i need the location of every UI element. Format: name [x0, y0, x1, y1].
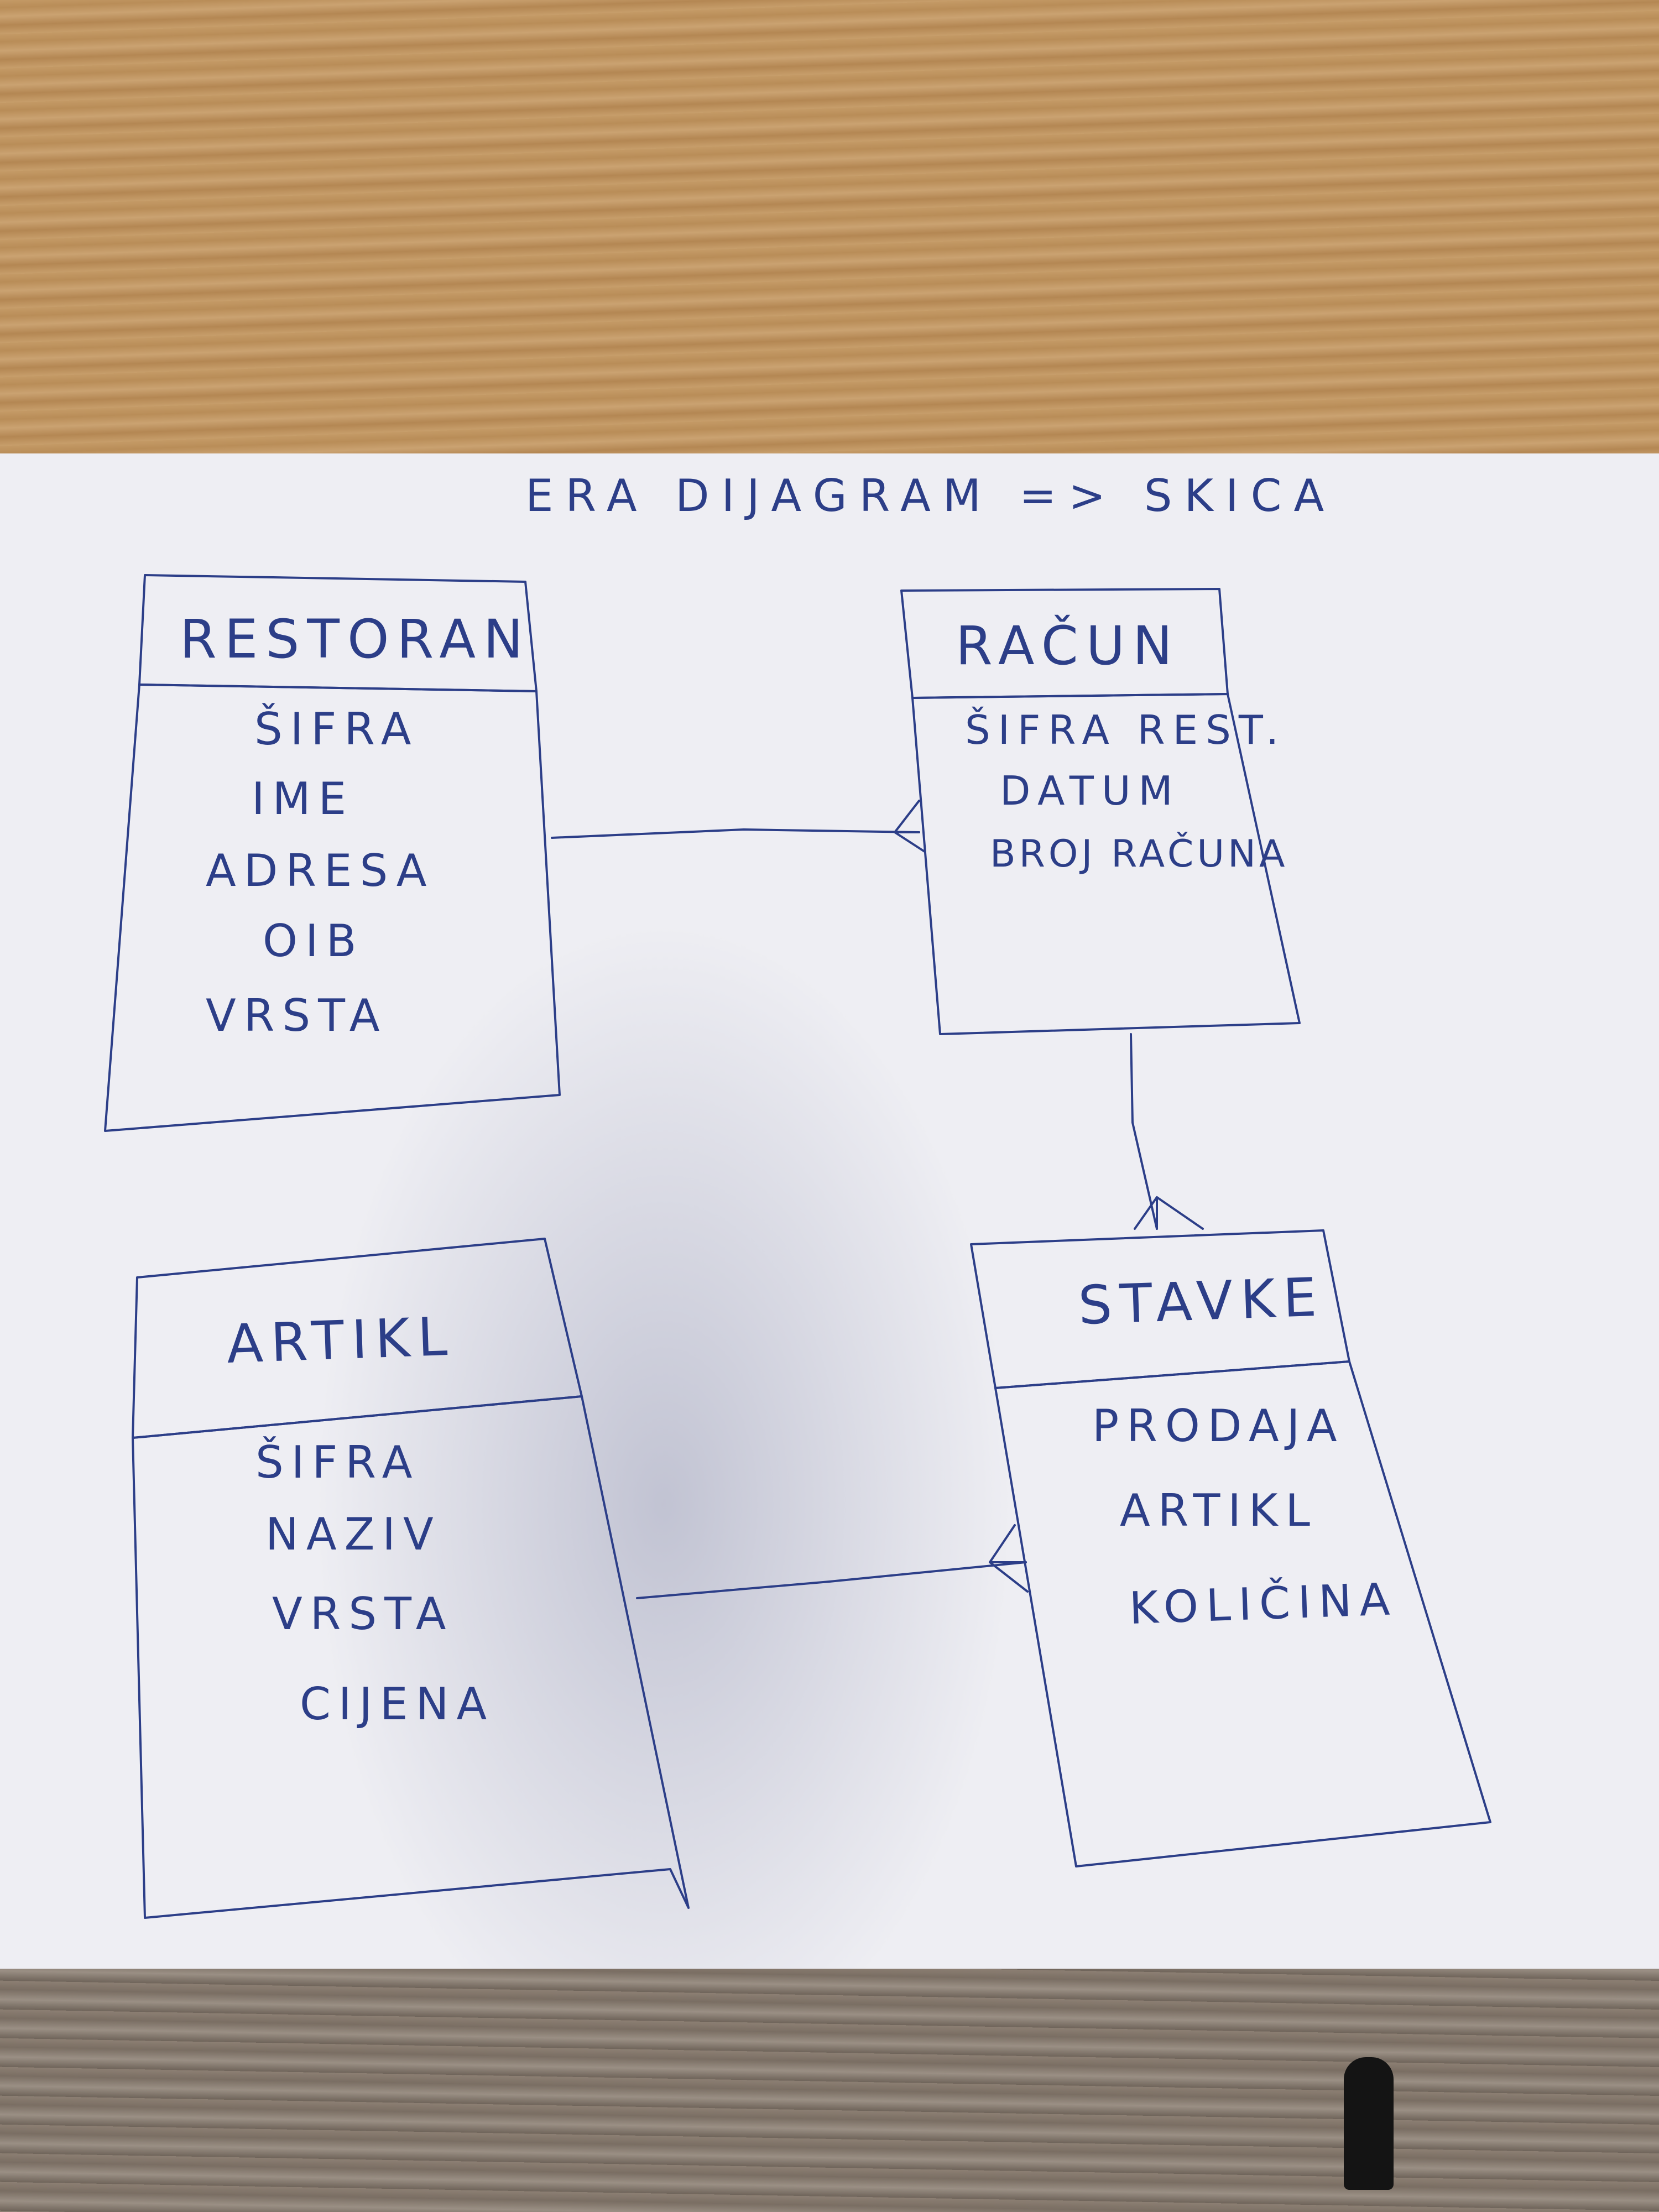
entity-name-stavke: STAVKE: [1077, 1266, 1326, 1337]
attribute: VRSTA: [272, 1588, 454, 1640]
entity-name-racun: RAČUN: [956, 615, 1180, 677]
entity-box-artikl: [132, 1238, 690, 1919]
entity-name-restoran: RESTORAN: [180, 608, 531, 670]
dark-object: [1344, 2057, 1394, 2190]
desk-surface-top: [0, 0, 1659, 465]
attribute: VRSTA: [206, 990, 388, 1041]
entity-name-artikl: ARTIKL: [226, 1305, 456, 1375]
attribute: ŠIFRA REST.: [965, 707, 1287, 753]
attribute: CIJENA: [300, 1678, 495, 1730]
attribute: KOLIČINA: [1128, 1573, 1399, 1634]
attribute: OIB: [263, 915, 364, 967]
attribute: ŠIFRA: [255, 1437, 420, 1488]
attribute: IME: [252, 773, 354, 825]
hand-shadow: [0, 453, 1659, 1969]
attribute: DATUM: [1000, 768, 1181, 814]
relationship-restoran-racun: [551, 800, 926, 853]
attribute: ADRESA: [206, 845, 435, 896]
attribute: NAZIV: [265, 1509, 441, 1560]
diagram-title: ERA DIJAGRAM => SKICA: [525, 470, 1337, 521]
entity-box-restoran: [104, 574, 561, 1132]
attribute: BROJ RAČUNA: [990, 832, 1288, 876]
attribute: PRODAJA: [1092, 1400, 1345, 1452]
attribute: ŠIFRA: [254, 703, 419, 755]
entity-box-racun: [900, 588, 1301, 1035]
relationship-artikl-stavke: [636, 1524, 1029, 1599]
entity-box-stavke: [970, 1229, 1491, 1867]
attribute: ARTIKL: [1120, 1485, 1318, 1536]
paper-sheet: [0, 453, 1659, 1969]
relationship-racun-stavke: [1130, 1033, 1204, 1230]
